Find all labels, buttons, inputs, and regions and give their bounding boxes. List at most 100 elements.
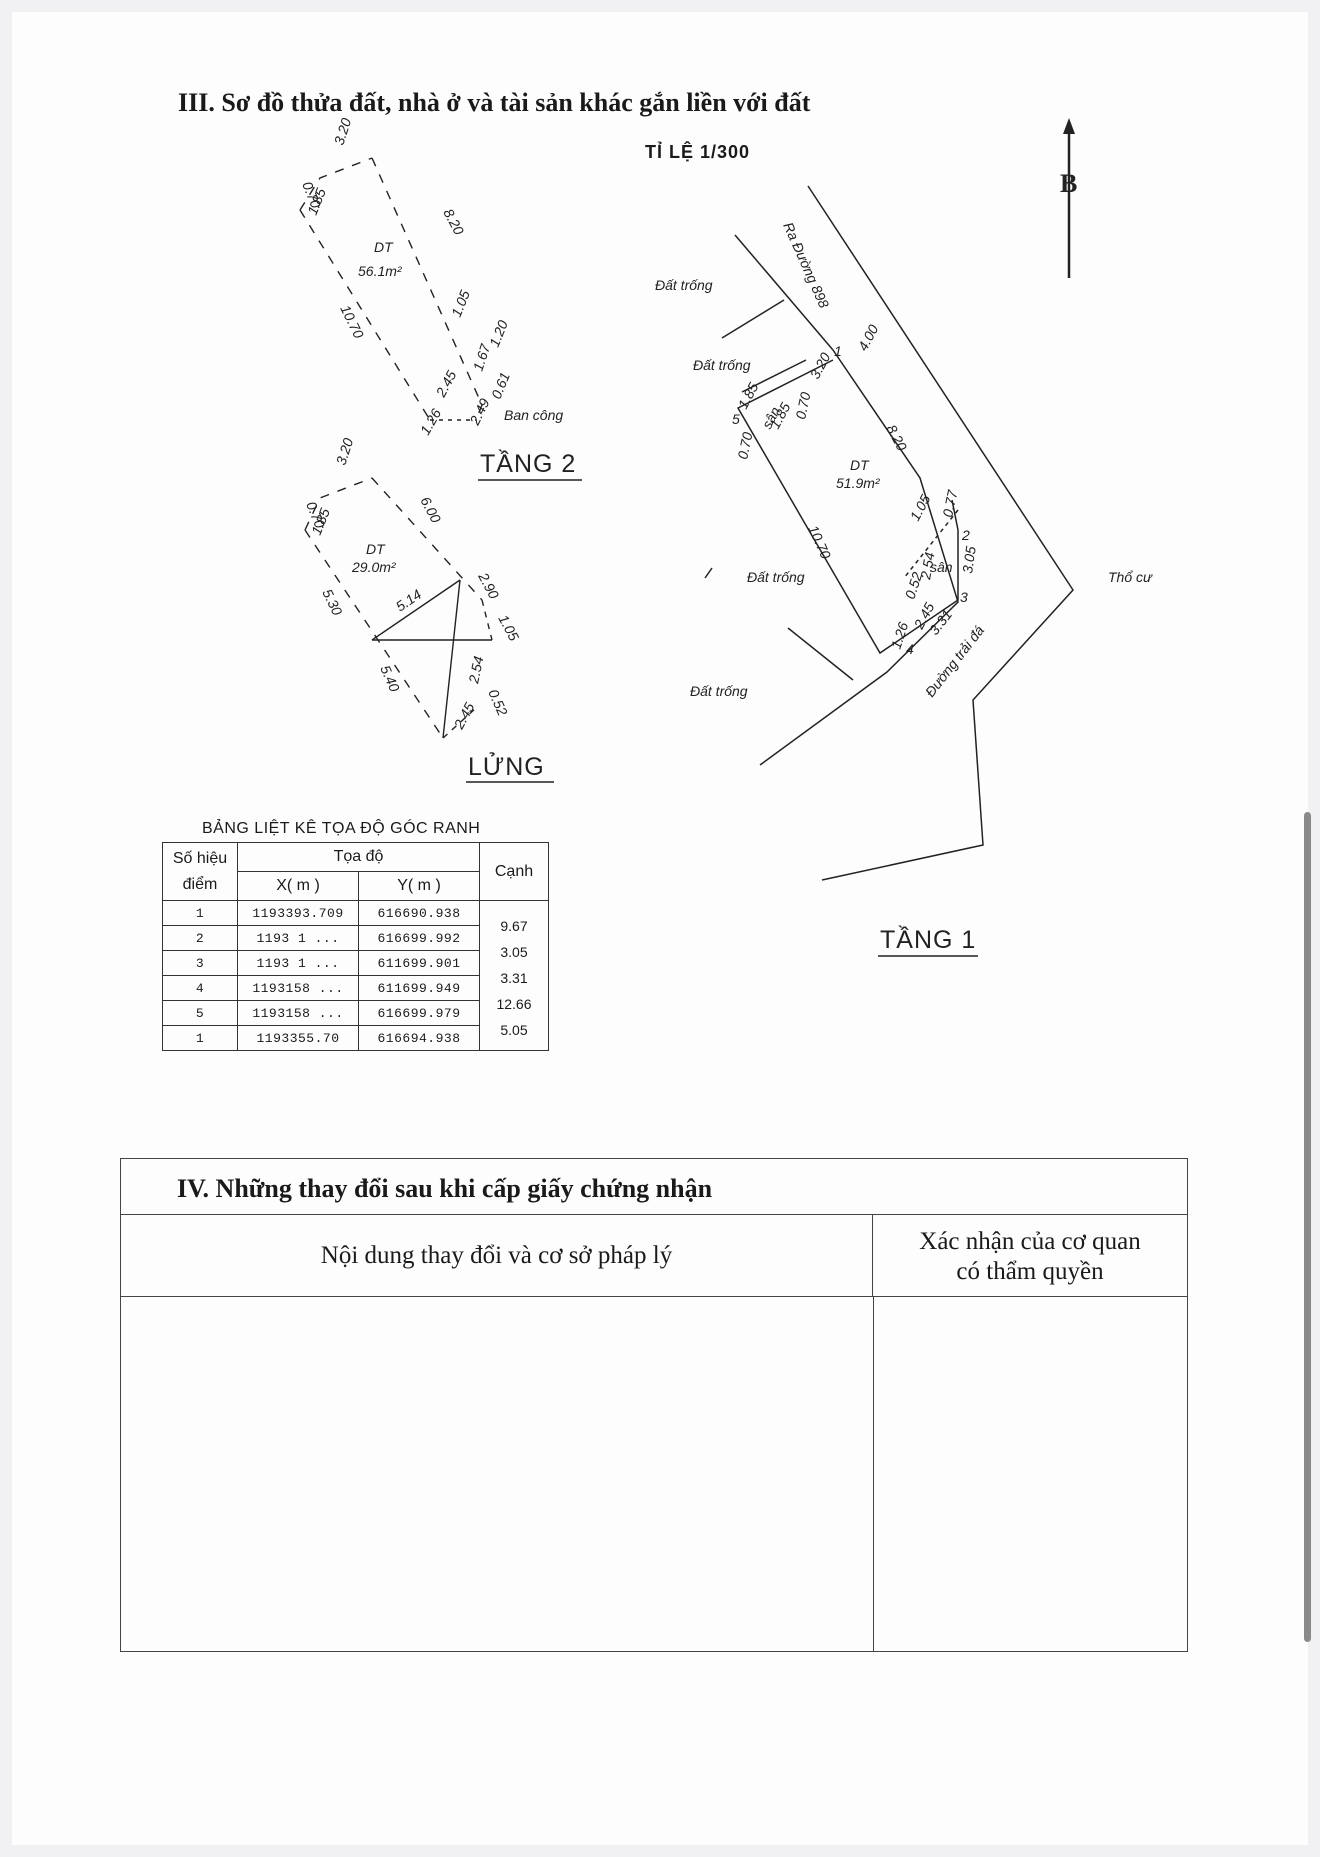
- f1-empty-4: Đất trống: [690, 683, 748, 699]
- col-y-header: Y( m ): [358, 871, 480, 901]
- table-row: 5 1193158 ... 616699.979: [162, 1000, 549, 1026]
- scale-label: TỈ LỆ 1/300: [645, 142, 751, 162]
- coord-y: 611699.949: [358, 975, 480, 1001]
- f1-empty-3: Đất trống: [747, 569, 805, 585]
- table-row: 2 1193 1 ... 616699.992: [162, 925, 549, 951]
- changes-column-divider: [873, 1297, 874, 1651]
- f1-dim-2: 3.20: [807, 350, 834, 382]
- col-coord-header: Tọa độ: [237, 842, 480, 872]
- f1-empty-2: Đất trống: [693, 357, 751, 373]
- f1-point-3: 3: [960, 589, 968, 605]
- table-row: 4 1193158 ... 611699.949: [162, 975, 549, 1001]
- edge-3: 3.31: [500, 970, 528, 986]
- f2-dim-4: 8.20: [440, 206, 467, 238]
- mz-dim-8: 1.05: [495, 612, 522, 644]
- f2-balcony: Ban công: [504, 407, 563, 423]
- changes-header-row: Nội dung thay đổi và cơ sở pháp lý Xác n…: [121, 1215, 1187, 1297]
- section-4-title: IV. Những thay đổi sau khi cấp giấy chứn…: [121, 1159, 1187, 1215]
- mz-dim-5: 6.00: [417, 494, 444, 526]
- f2-dim-11: 0.61: [488, 370, 513, 401]
- edge-4: 12.66: [496, 996, 532, 1012]
- coord-table-caption: BẢNG LIỆT KÊ TỌA ĐỘ GÓC RANH: [202, 820, 481, 837]
- coord-x: 1193355.70: [237, 1025, 359, 1051]
- point-id: 1: [162, 900, 238, 926]
- mz-dim-9: 2.54: [465, 654, 487, 685]
- f1-empty-1: Đất trống: [655, 277, 713, 293]
- col-edge-header: Cạnh: [479, 842, 549, 901]
- table-row: 1 1193355.70 616694.938: [162, 1025, 549, 1051]
- table-row: 3 1193 1 ... 611699.901: [162, 950, 549, 976]
- table-row: 1 1193393.709 616690.938 9.67 3.05 3.31 …: [162, 900, 549, 1051]
- mz-area-label: DT: [366, 541, 386, 557]
- mz-dim-1: 3.20: [333, 436, 357, 467]
- coord-x: 1193393.709: [237, 900, 359, 926]
- f2-dim-5: 10.70: [337, 302, 367, 341]
- section-3-title: III. Sơ đồ thửa đất, nhà ở và tài sản kh…: [178, 88, 811, 117]
- f1-area-label: DT: [850, 457, 870, 473]
- col-point-header: Số hiệu điểm: [162, 842, 238, 901]
- edge-2: 3.05: [500, 944, 528, 960]
- mz-dim-10: 5.40: [377, 663, 403, 695]
- f1-point-5: 5: [732, 411, 740, 427]
- f2-dim-7: 1.20: [486, 318, 511, 349]
- f2-area: 56.1m²: [358, 263, 403, 279]
- f1-dim-4: 0.70: [792, 390, 813, 420]
- change-content-header: Nội dung thay đổi và cơ sở pháp lý: [121, 1215, 873, 1296]
- coord-y: 616699.979: [358, 1000, 480, 1026]
- coord-y: 616699.992: [358, 925, 480, 951]
- mz-area: 29.0m²: [351, 559, 397, 575]
- authority-line-1: Xác nhận của cơ quan: [919, 1228, 1141, 1255]
- mz-dim-7: 2.90: [475, 569, 502, 602]
- point-id: 4: [162, 975, 238, 1001]
- f1-dim-9: 0.77: [939, 487, 961, 518]
- f1-dim-16: 0.70: [734, 430, 755, 460]
- point-id: 5: [162, 1000, 238, 1026]
- edge-5: 5.05: [500, 1022, 528, 1038]
- authority-line-2: có thẩm quyền: [956, 1258, 1104, 1285]
- point-id: 1: [162, 1025, 238, 1051]
- floor2-plan: [299, 157, 483, 421]
- f1-gravel-road: Đường trải đá: [922, 622, 988, 700]
- edge-lengths: 9.67 3.05 3.31 12.66 5.05: [479, 900, 549, 1051]
- authority-confirmation-header: Xác nhận của cơ quan có thẩm quyền: [873, 1215, 1187, 1296]
- point-id: 3: [162, 950, 238, 976]
- mezzanine-name: LỬNG: [468, 751, 545, 781]
- f2-area-label: DT: [374, 239, 394, 255]
- north-arrow: B: [1060, 118, 1077, 278]
- f2-dim-9: 2.45: [432, 368, 459, 401]
- coord-x: 1193158 ...: [237, 1000, 359, 1026]
- coord-table: Số hiệu điểm Tọa độ Cạnh X( m ) Y( m ) 1…: [162, 842, 549, 1051]
- mezzanine-plan: [304, 477, 493, 739]
- f1-point-2: 2: [961, 527, 970, 543]
- f1-dim-7: 10.70: [805, 523, 834, 562]
- coord-x: 1193158 ...: [237, 975, 359, 1001]
- mz-dim-11: 0.52: [485, 687, 511, 719]
- point-id: 2: [162, 925, 238, 951]
- coord-y: 616694.938: [358, 1025, 480, 1051]
- f1-dim-12: 0.52: [902, 570, 926, 601]
- f1-area: 51.9m²: [836, 475, 881, 491]
- f1-dim-1: 4.00: [855, 322, 882, 354]
- scrollbar-thumb[interactable]: [1304, 812, 1311, 1642]
- coord-y: 616690.938: [358, 900, 480, 926]
- f1-yard: sân: [930, 559, 953, 575]
- mz-dim-6: 5.14: [393, 586, 425, 615]
- f1-dim-6: 8.20: [883, 422, 910, 454]
- floor1-name: TẦNG 1: [880, 925, 976, 954]
- f2-dim-12: 1.26: [417, 406, 445, 438]
- coord-x: 1193 1 ...: [237, 925, 359, 951]
- floor1-plan: [704, 185, 1074, 881]
- col-x-header: X( m ): [237, 871, 359, 901]
- mz-dim-4: 5.30: [319, 586, 345, 618]
- f1-point-1: 1: [834, 343, 842, 359]
- f2-dim-10: 2.49: [466, 396, 493, 429]
- floor2-name: TẦNG 2: [480, 449, 576, 478]
- f1-point-4: 4: [906, 641, 914, 657]
- f1-residential: Thổ cư: [1108, 569, 1153, 585]
- edge-1: 9.67: [500, 918, 528, 934]
- f2-dim-1: 3.20: [331, 116, 355, 147]
- f1-dim-11: 3.05: [959, 545, 979, 574]
- north-label: B: [1060, 169, 1077, 198]
- f2-dim-6: 1.05: [448, 288, 473, 319]
